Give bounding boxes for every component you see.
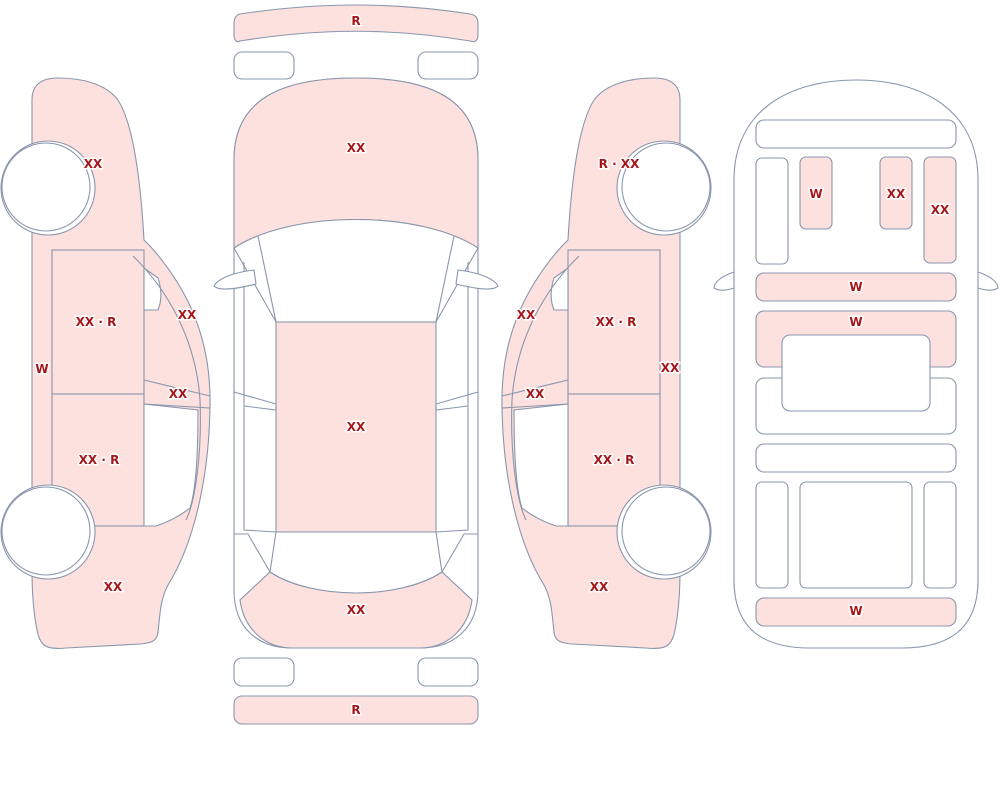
top-left-a-pillar	[257, 235, 277, 323]
top-left-c-pillar	[234, 533, 271, 573]
right-front-door-panel[interactable]	[567, 249, 661, 395]
left-rear-quarter-label: XX	[104, 580, 123, 594]
underbody-rear-floor[interactable]	[799, 481, 913, 589]
underbody-front-crossmember-label: W	[849, 280, 862, 294]
left-side-view: XX W XX · R XX · R XX XX XX	[0, 77, 211, 650]
underbody-left-outer-rail[interactable]	[755, 157, 789, 265]
left-front-door-panel[interactable]	[51, 249, 145, 395]
underbody-mid-bar[interactable]	[755, 443, 957, 473]
top-right-c-pillar	[441, 533, 478, 573]
top-right-b-pillar	[435, 391, 479, 411]
left-pillar-label: XX	[178, 308, 197, 322]
top-left-b-pillar	[233, 391, 277, 411]
right-mirror[interactable]	[455, 269, 499, 290]
left-quarter-glass-panel[interactable]	[143, 379, 211, 409]
left-rear-wheel[interactable]	[1, 486, 91, 576]
underbody-rear-crossmember-label: W	[849, 604, 862, 618]
right-headlight[interactable]	[417, 51, 479, 80]
underbody-right-rear-rail[interactable]	[923, 481, 957, 589]
underbody-left-front-rail[interactable]	[799, 156, 833, 230]
right-side-view: R · XX XX XX · R XX XX XX · R XX	[501, 77, 712, 650]
top-left-door-edge	[243, 262, 277, 533]
trunk-panel[interactable]	[239, 571, 473, 649]
roof-panel[interactable]	[275, 321, 437, 533]
left-quarter-glass-label: XX	[169, 387, 188, 401]
underbody-center-front-rail[interactable]	[879, 156, 913, 230]
underbody-engine-cover[interactable]	[781, 334, 931, 412]
right-rear-quarter-label: XX	[590, 580, 609, 594]
underbody-left-mirror	[713, 271, 735, 291]
left-rear-door-label: XX · R	[79, 453, 120, 467]
underbody-left-rear-rail[interactable]	[755, 481, 789, 589]
roof-label: XX	[347, 420, 366, 434]
left-front-wheel[interactable]	[1, 142, 91, 232]
left-rocker-label: W	[35, 362, 48, 376]
hood-label: XX	[347, 141, 366, 155]
left-rear-window[interactable]	[143, 403, 199, 527]
right-rear-window[interactable]	[513, 403, 569, 527]
underbody-rear-crossmember[interactable]	[755, 597, 957, 627]
top-right-a-pillar	[435, 235, 455, 323]
underbody-view: W XX XX W W W	[713, 79, 999, 649]
rear-bumper-label: R	[351, 703, 360, 717]
front-bumper-label: R	[351, 14, 360, 28]
right-front-window[interactable]	[550, 266, 569, 311]
windshield[interactable]	[233, 219, 479, 323]
underbody-left-front-rail-label: W	[809, 187, 822, 201]
right-pillar-line	[511, 255, 580, 521]
right-pillar-label: XX	[517, 308, 536, 322]
underbody-front-bar[interactable]	[755, 119, 957, 149]
underbody-right-front-rail-label: XX	[931, 203, 950, 217]
left-front-door-label: XX · R	[76, 315, 117, 329]
rear-bumper-panel[interactable]	[233, 695, 479, 725]
left-front-fender-label: XX	[84, 157, 103, 171]
underbody-front-crossmember[interactable]	[755, 272, 957, 302]
left-headlight[interactable]	[233, 51, 295, 80]
right-rear-wheel[interactable]	[621, 486, 711, 576]
right-front-door-label: XX · R	[596, 315, 637, 329]
right-quarter-glass-label: XX	[526, 387, 545, 401]
underbody-center-crossmember-label: W	[849, 315, 862, 329]
left-mirror[interactable]	[213, 269, 257, 290]
left-pillar-line	[132, 255, 201, 521]
trunk-label: XX	[347, 603, 366, 617]
left-front-window[interactable]	[143, 266, 162, 311]
right-quarter-glass-panel[interactable]	[501, 379, 569, 409]
top-view: R XX XX XX R	[213, 4, 499, 725]
underbody-center-front-rail-label: XX	[887, 187, 906, 201]
right-rocker-label: XX	[661, 361, 680, 375]
front-bumper-panel[interactable]	[233, 4, 479, 43]
top-right-door-edge	[435, 262, 469, 533]
right-rear-door-label: XX · R	[594, 453, 635, 467]
right-front-wheel[interactable]	[621, 142, 711, 232]
underbody-right-mirror	[977, 271, 999, 291]
left-taillight[interactable]	[233, 657, 295, 687]
right-front-fender-label: R · XX	[599, 157, 640, 171]
right-taillight[interactable]	[417, 657, 479, 687]
underbody-right-front-rail[interactable]	[923, 156, 957, 264]
